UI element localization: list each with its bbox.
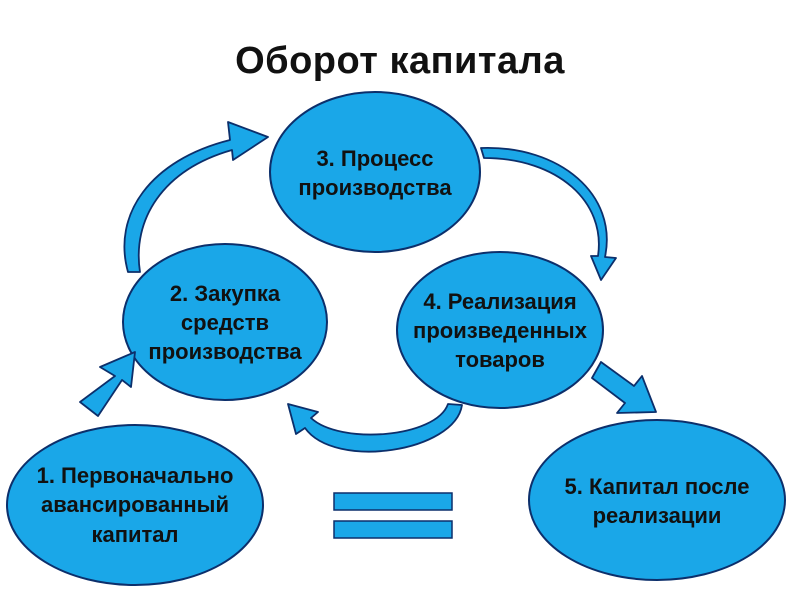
equals-bar-top	[333, 492, 453, 511]
arrow-2-to-3	[123, 121, 269, 273]
node-4-label: 4. Реализация произведенных товаров	[413, 288, 587, 373]
arrow-3-to-4	[480, 147, 617, 281]
node-1-label: 1. Первоначально авансированный капитал	[36, 463, 234, 547]
arrow-1-to-2	[79, 351, 136, 417]
arrow-4-to-5	[591, 361, 657, 414]
node-2-label: 2. Закупка средств производства	[148, 280, 302, 365]
node-2-ellipse	[122, 243, 328, 401]
equals-bar-bottom	[333, 520, 453, 539]
node-3-ellipse	[269, 91, 481, 253]
node-1-ellipse	[6, 424, 264, 586]
page-title: Оборот капитала	[235, 40, 565, 82]
node-3-label: 3. Процесс производства	[298, 145, 452, 200]
node-5-ellipse	[528, 419, 786, 581]
arrow-4-to-2	[287, 403, 463, 453]
node-4-ellipse	[396, 251, 604, 409]
node-5-label: 5. Капитал после реализации	[564, 473, 750, 528]
